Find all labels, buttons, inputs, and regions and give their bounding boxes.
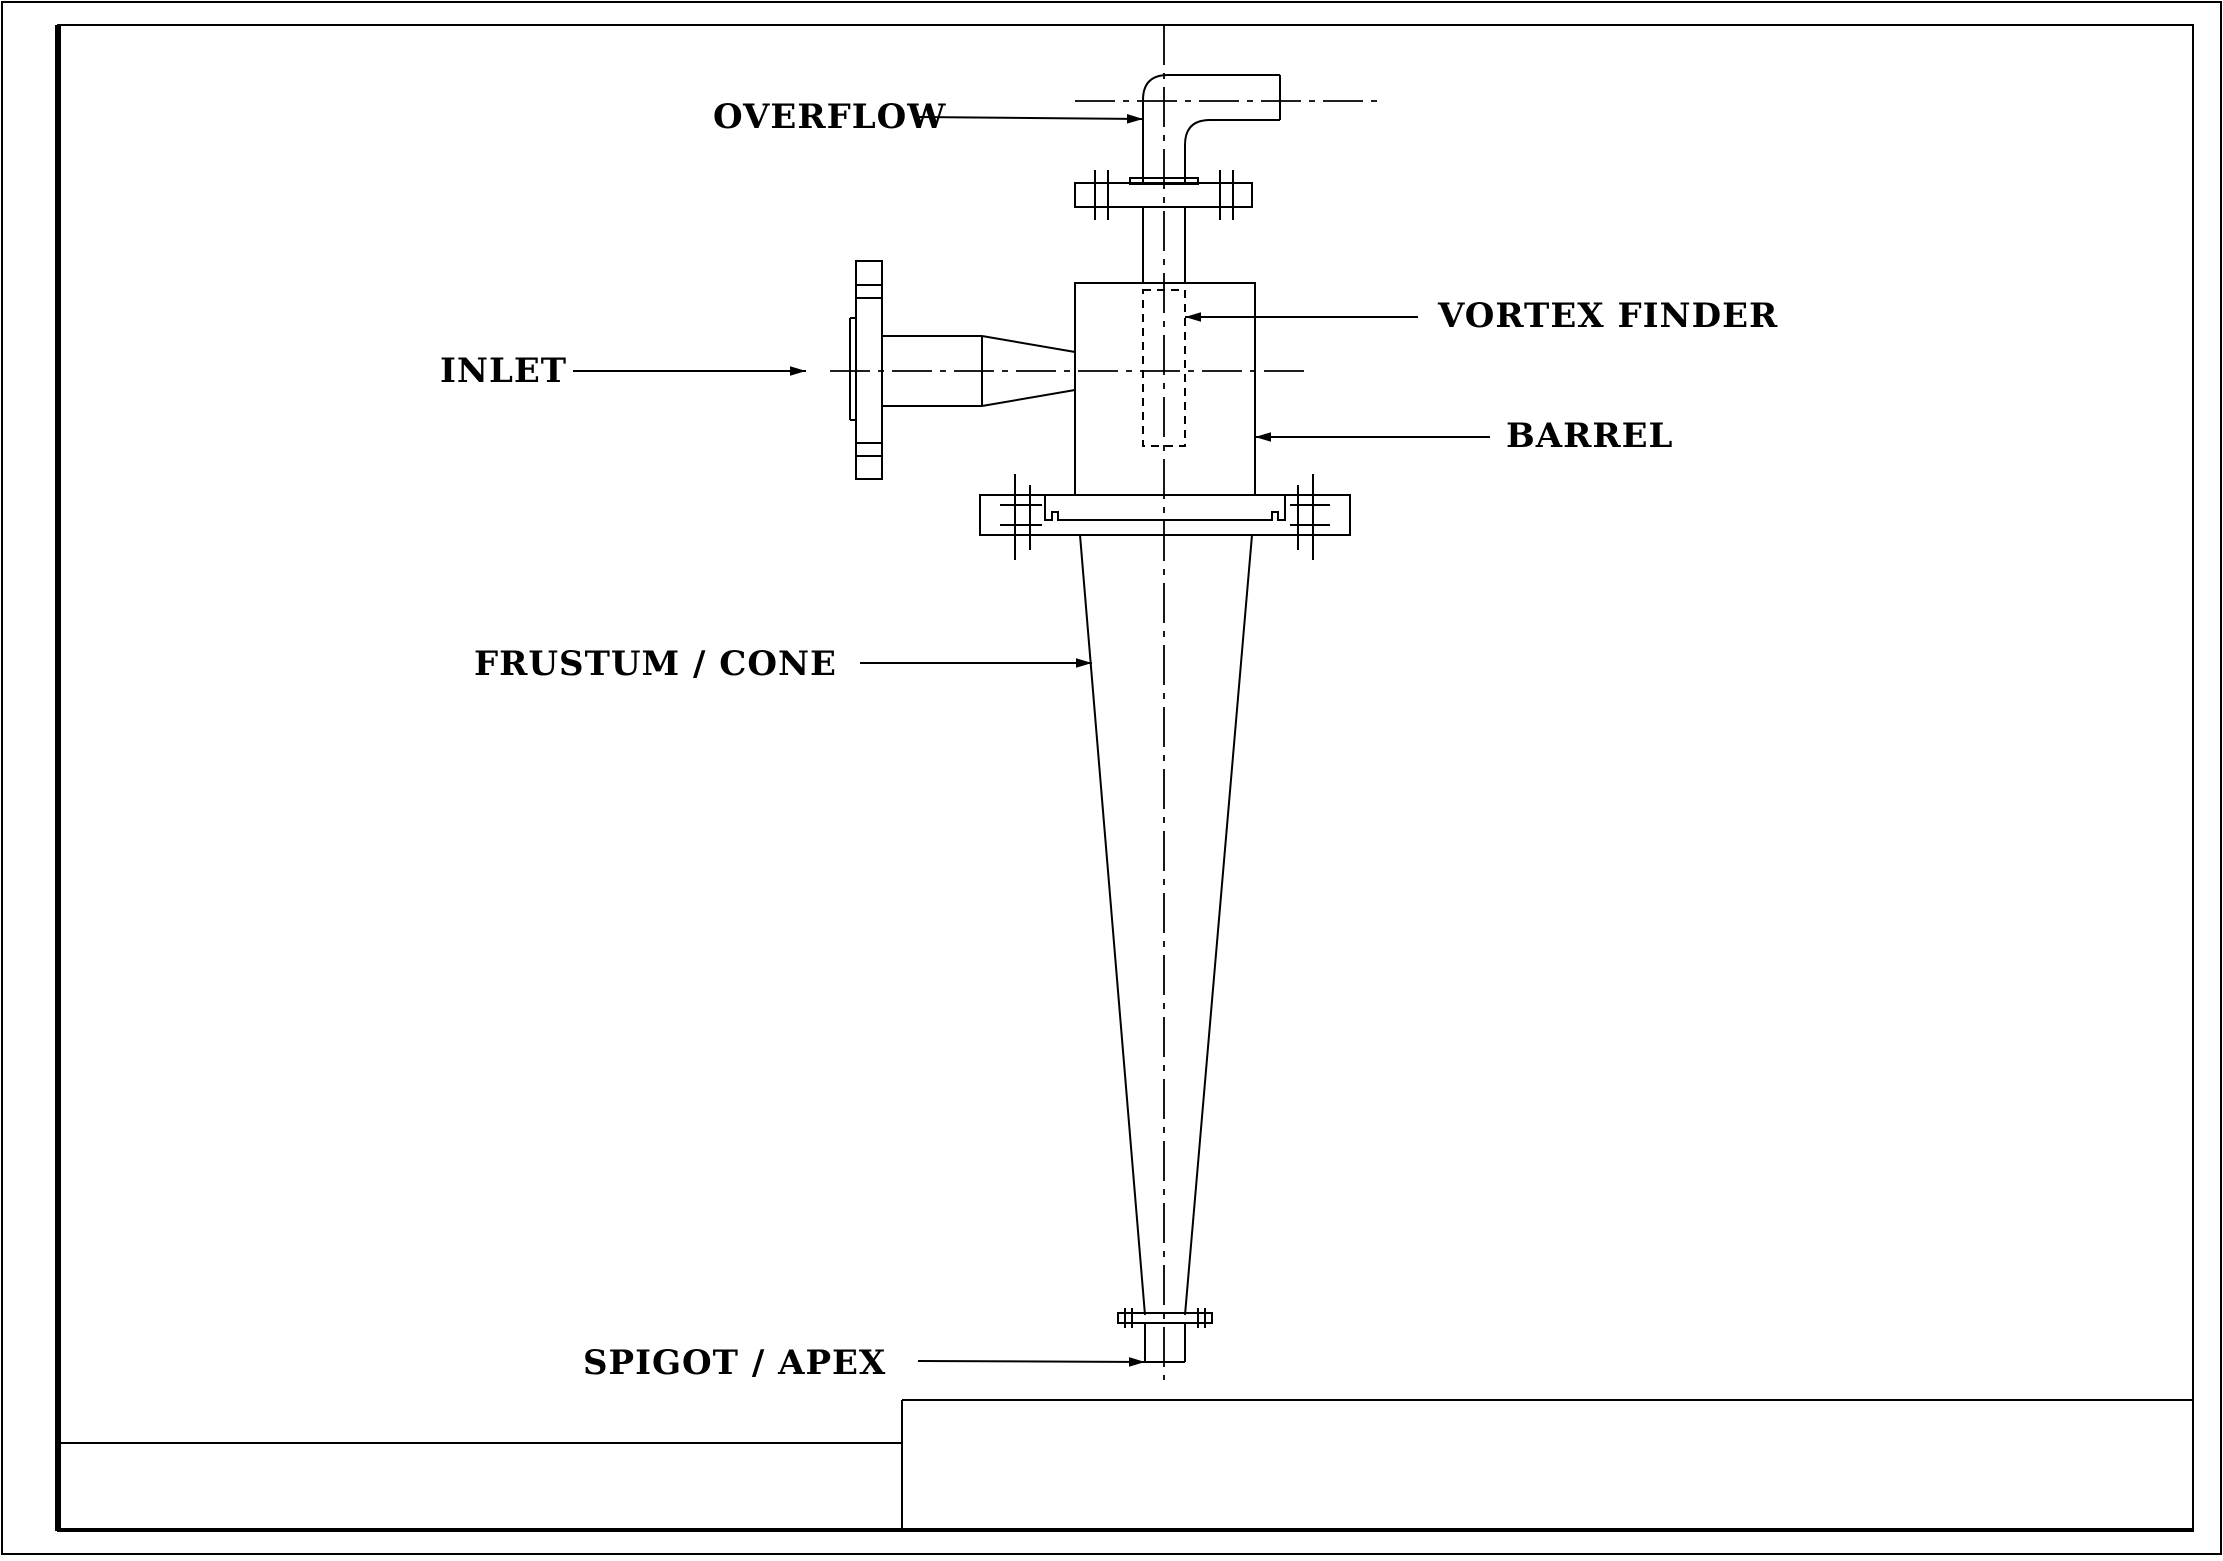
overflow-flange <box>1074 170 1253 220</box>
inlet-label: INLET <box>440 351 567 391</box>
spigot-label: SPIGOT / APEX <box>583 1343 886 1383</box>
overflow-pipe <box>1075 74 1385 182</box>
overflow-leader <box>917 114 1144 124</box>
main-flange <box>979 474 1351 560</box>
vortex-finder-pipe <box>1142 207 1186 447</box>
title-block <box>58 1399 2194 1531</box>
frustum-label: FRUSTUM / CONE <box>474 644 837 684</box>
barrel-body <box>1074 282 1256 496</box>
spigot-apex <box>1117 1308 1213 1363</box>
frustum-cone <box>1079 534 1253 1316</box>
spigot-leader <box>917 1357 1146 1367</box>
barrel-label: BARREL <box>1506 416 1673 456</box>
overflow-label: OVERFLOW <box>713 97 946 137</box>
vortex-finder-label: VORTEX FINDER <box>1437 296 1778 336</box>
inlet-assembly <box>830 260 1305 480</box>
